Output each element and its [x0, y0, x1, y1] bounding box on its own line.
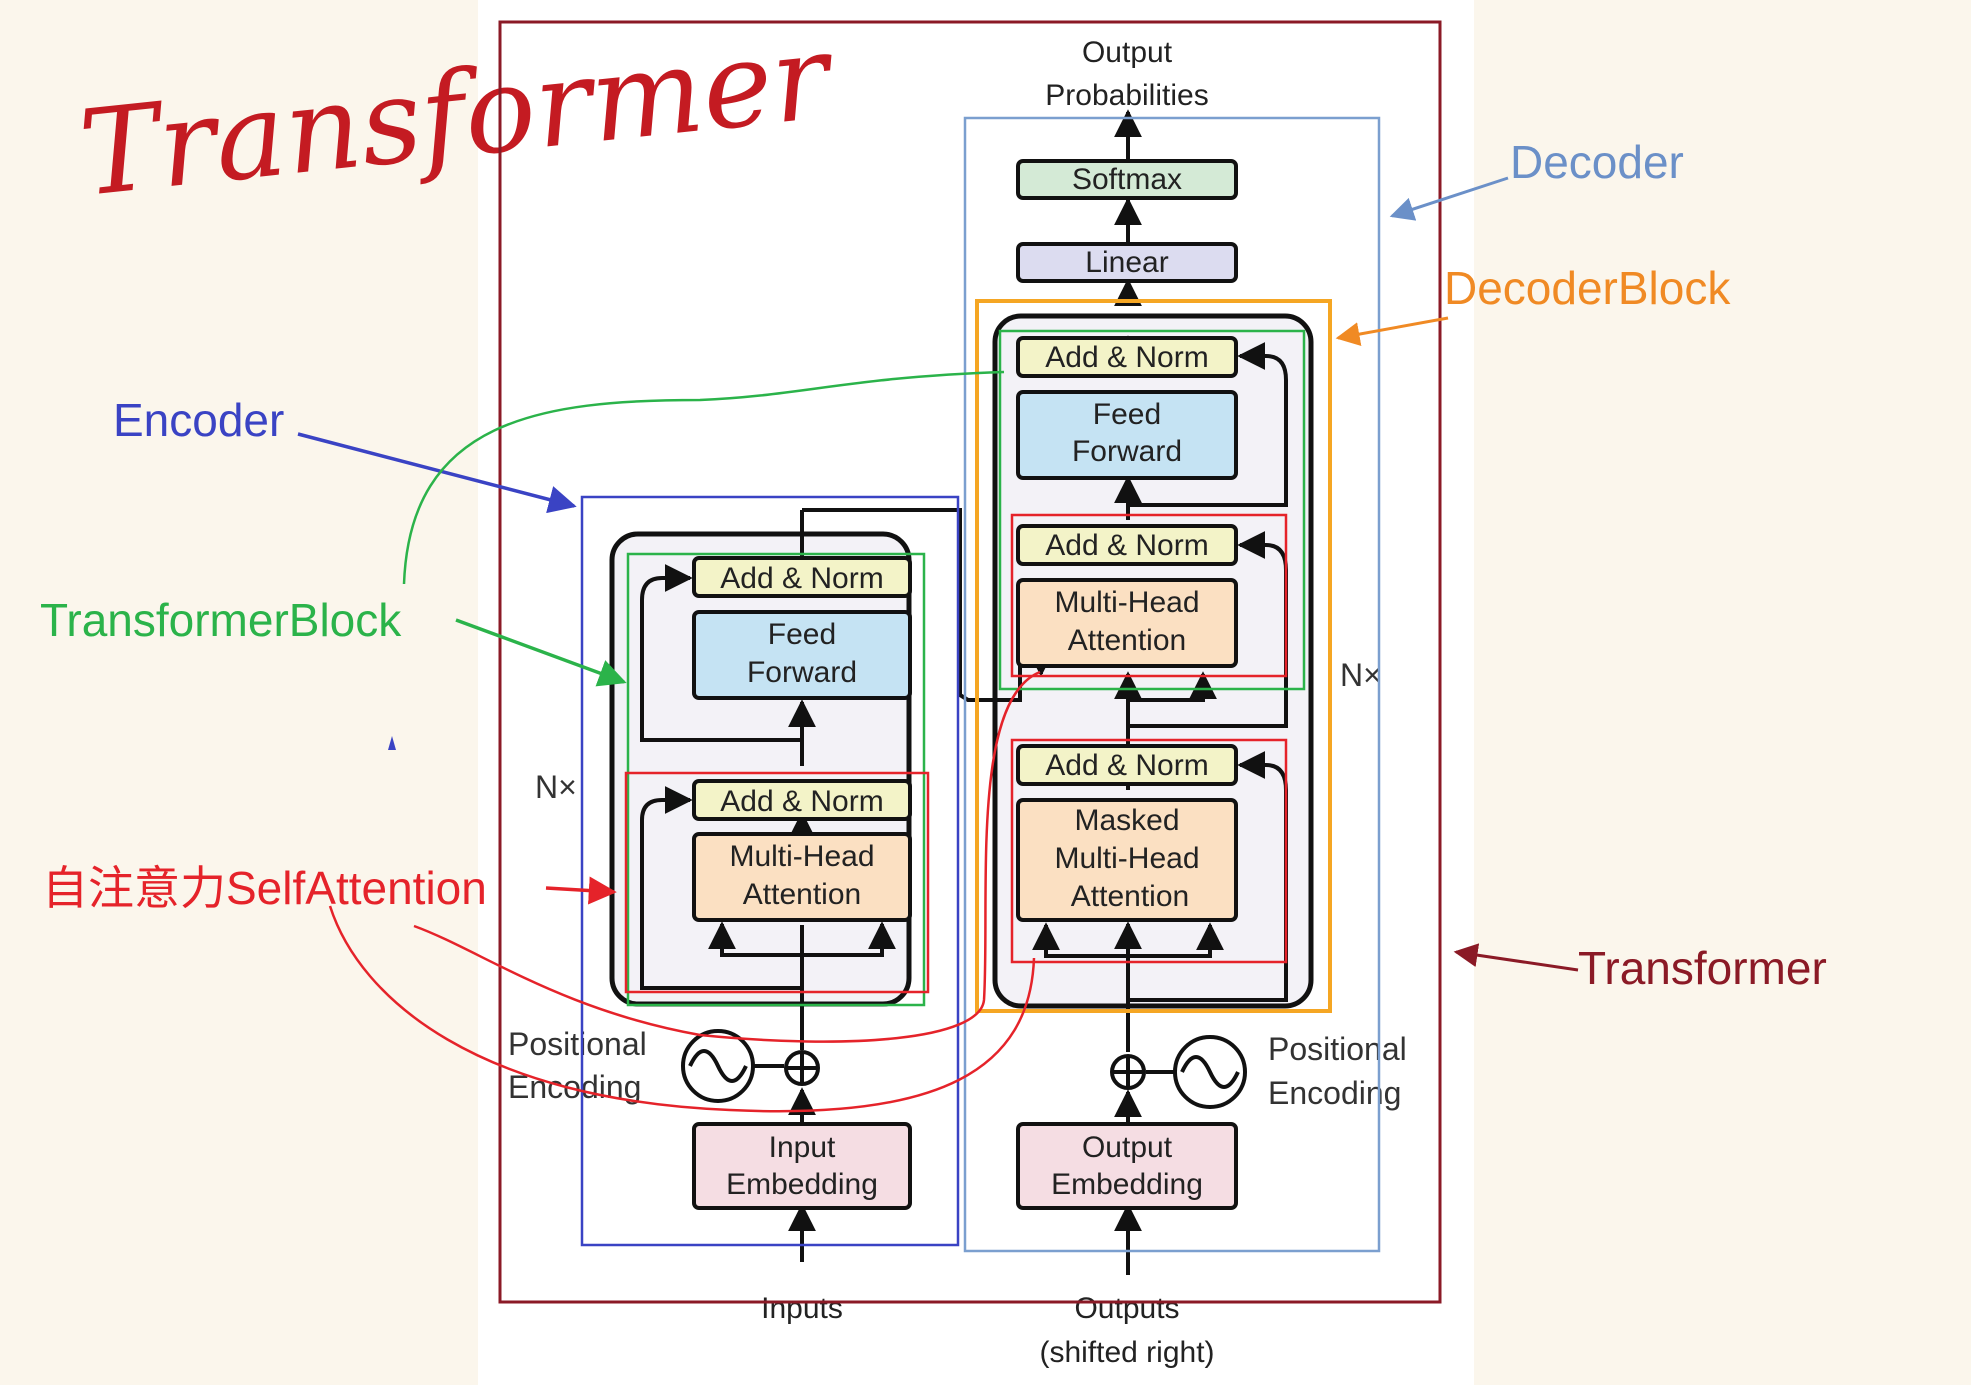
self-attention-link-curve-2: [413, 670, 1041, 1043]
output-embedding-line2: Embedding: [1051, 1168, 1203, 1201]
decoder-add-norm-1: [1016, 744, 1238, 786]
input-embedding-line1: Input: [769, 1131, 836, 1164]
decoder-positional-line2: Encoding: [1268, 1075, 1401, 1111]
encoder-label: Encoder: [113, 394, 284, 446]
encoder-block-frame: [626, 552, 926, 1007]
outputs-line1: Outputs: [1074, 1292, 1179, 1325]
output-embedding-box: [1016, 1122, 1238, 1210]
decoder-cross-attention-line2: Attention: [1068, 624, 1186, 657]
decoder-frame: [963, 116, 1381, 1253]
transformer-block-link-curve: [402, 370, 1005, 585]
masked-attention-line3: Attention: [1071, 880, 1189, 913]
encoder-attention-line1: Multi-Head: [729, 840, 874, 873]
output-probabilities-line2: Probabilities: [1045, 79, 1208, 112]
decoder-feed-forward-line2: Forward: [1072, 435, 1182, 468]
decoder-add-norm-2-label: Add & Norm: [1045, 529, 1208, 562]
encoder-feed-forward-box: [692, 610, 912, 700]
encoder-arrow: [297, 432, 577, 514]
encoder-attention-line2: Attention: [743, 878, 861, 911]
transformer-frame: [498, 20, 1442, 1304]
input-embedding-line2: Embedding: [726, 1168, 878, 1201]
decoder-block-frame: [975, 299, 1332, 1013]
masked-attention-box: [1016, 798, 1238, 922]
cursor-mark: [388, 736, 396, 750]
self-attention-link-curve-1: [328, 905, 1036, 1113]
decoder-cross-attention-frame: [1010, 513, 1288, 678]
linear-label: Linear: [1085, 246, 1168, 279]
encoder-attention-box: [692, 832, 912, 922]
outputs-line2: (shifted right): [1039, 1336, 1214, 1369]
decoder-positional-line1: Positional: [1268, 1031, 1407, 1067]
decoder-add-norm-3: [1016, 336, 1238, 378]
decoder-add-norm-2: [1016, 524, 1238, 566]
softmax-label: Softmax: [1072, 163, 1182, 196]
decoder-add-norm-3-label: Add & Norm: [1045, 341, 1208, 374]
softmax-box: [1016, 159, 1238, 200]
encoder-frame: [580, 495, 960, 1247]
input-embedding-box: [692, 1122, 912, 1210]
transformer-block-label: TransformerBlock: [40, 594, 402, 646]
self-attention-label: 自注意力SelfAttention: [42, 862, 487, 914]
decoder-cross-attention-box: [1016, 578, 1238, 668]
decoder-masked-attention-frame: [1010, 738, 1288, 964]
decoder-arrow: [1389, 176, 1509, 221]
transformer-label: Transformer: [1578, 942, 1827, 994]
decoder-add-norm-1-label: Add & Norm: [1045, 749, 1208, 782]
decoder-cross-attention-line1: Multi-Head: [1054, 586, 1199, 619]
decoder-block-label: DecoderBlock: [1444, 262, 1731, 314]
encoder-add-norm-1: [692, 779, 912, 821]
linear-box: [1016, 242, 1238, 283]
encoder-self-attention-frame: [624, 771, 930, 994]
output-embedding-line1: Output: [1082, 1131, 1173, 1164]
transformer-block-arrow: [455, 618, 627, 687]
encoder-add-norm-1-label: Add & Norm: [720, 785, 883, 818]
masked-attention-line2: Multi-Head: [1054, 842, 1199, 875]
output-probabilities-line1: Output: [1082, 36, 1173, 69]
encoder-add-norm-2-label: Add & Norm: [720, 562, 883, 595]
masked-attention-line1: Masked: [1074, 804, 1179, 837]
encoder-feed-forward-line2: Forward: [747, 656, 857, 689]
encoder-positional-line1: Positional: [508, 1026, 647, 1062]
encoder-add-norm-2: [692, 556, 912, 598]
decoder-block-arrow: [1335, 316, 1449, 346]
decoder-label: Decoder: [1510, 136, 1684, 188]
decoder-feed-forward-line1: Feed: [1093, 398, 1161, 431]
decoder-feed-forward-box: [1016, 390, 1238, 480]
decoder-nx-label: N×: [1340, 657, 1382, 693]
encoder-stack-box: [609, 531, 912, 1007]
positional-encoding-symbols: [681, 1029, 1247, 1109]
self-attention-arrow: [545, 876, 617, 905]
encoder-feed-forward-line1: Feed: [768, 618, 836, 651]
decoder-inner-block-frame: [998, 329, 1306, 691]
transformer-arrow: [1453, 943, 1579, 972]
encoder-nx-label: N×: [535, 769, 577, 805]
block-labels: Output Probabilities Softmax Linear Add …: [720, 36, 1214, 1369]
inputs-label: Inputs: [761, 1292, 843, 1325]
